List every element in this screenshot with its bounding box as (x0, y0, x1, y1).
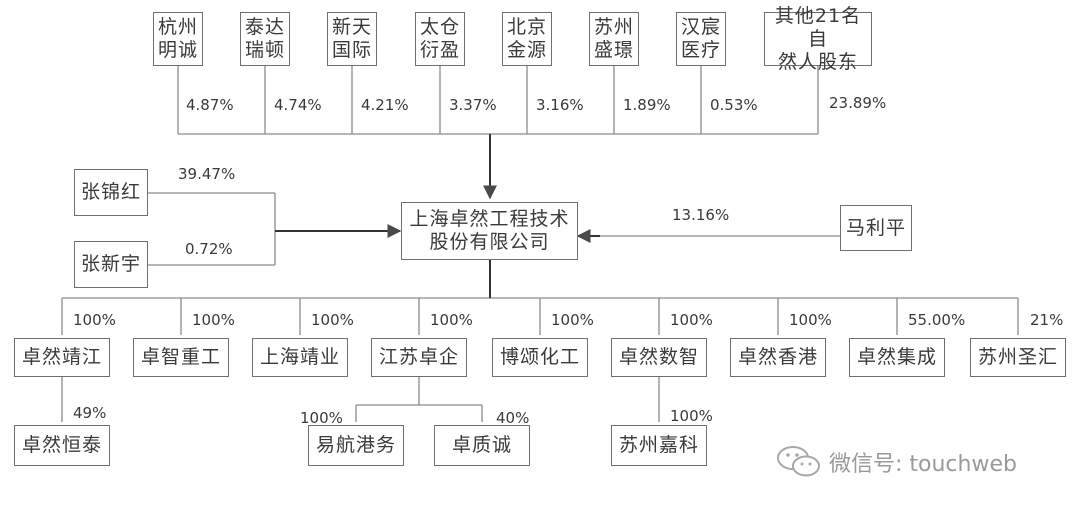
subsidiary-box: 博颂化工 (492, 338, 588, 377)
shareholder-box: 马利平 (840, 205, 912, 251)
subsidiary-box: 江苏卓企 (371, 338, 467, 377)
shareholder-box: 泰达 瑞顿 (240, 12, 290, 66)
ownership-percent: 100% (430, 311, 473, 329)
ownership-percent: 4.21% (361, 96, 409, 114)
ownership-percent: 100% (300, 409, 343, 427)
ownership-percent: 100% (789, 311, 832, 329)
ownership-percent: 100% (551, 311, 594, 329)
ownership-percent: 100% (670, 311, 713, 329)
ownership-percent: 100% (670, 407, 713, 425)
ownership-percent: 39.47% (178, 165, 236, 183)
ownership-percent: 49% (73, 404, 107, 422)
subsidiary-box: 卓质诚 (434, 425, 530, 466)
subsidiary-box: 卓然香港 (730, 338, 826, 377)
shareholder-box: 其他21名自 然人股东 (764, 5, 872, 73)
subsidiary-box: 卓然集成 (849, 338, 945, 377)
ownership-percent: 4.87% (186, 96, 234, 114)
ownership-percent: 0.72% (185, 240, 233, 258)
watermark: 微信号: touchweb (775, 444, 1017, 480)
ownership-percent: 100% (192, 311, 235, 329)
subsidiary-box: 上海靖业 (252, 338, 348, 377)
ownership-percent: 13.16% (672, 206, 730, 224)
ownership-percent: 1.89% (623, 96, 671, 114)
shareholder-box: 张锦红 (74, 169, 148, 216)
ownership-percent: 100% (73, 311, 116, 329)
ownership-percent: 23.89% (829, 94, 887, 112)
shareholder-box: 北京 金源 (502, 12, 552, 66)
shareholder-box: 新天 国际 (327, 12, 377, 66)
ownership-percent: 21% (1030, 311, 1064, 329)
ownership-percent: 0.53% (710, 96, 758, 114)
shareholder-box: 苏州 盛璟 (589, 12, 639, 66)
ownership-percent: 55.00% (908, 311, 966, 329)
ownership-percent: 40% (496, 409, 530, 427)
watermark-text: 微信号: touchweb (829, 452, 1017, 477)
subsidiary-box: 卓智重工 (133, 338, 229, 377)
subsidiary-box: 易航港务 (308, 425, 404, 466)
ownership-percent: 100% (311, 311, 354, 329)
shareholder-box: 汉宸 医疗 (676, 12, 726, 66)
wechat-icon (777, 446, 820, 477)
subsidiary-box: 苏州圣汇 (970, 338, 1066, 377)
ownership-percent: 3.16% (536, 96, 584, 114)
subsidiary-box: 卓然数智 (611, 338, 707, 377)
ownership-percent: 4.74% (274, 96, 322, 114)
subsidiary-box: 卓然恒泰 (14, 425, 110, 466)
subsidiary-box: 卓然靖江 (14, 338, 110, 377)
subsidiary-box: 苏州嘉科 (611, 425, 707, 466)
company-box: 上海卓然工程技术 股份有限公司 (401, 202, 578, 260)
ownership-percent: 3.37% (449, 96, 497, 114)
shareholder-box: 太仓 衍盈 (415, 12, 465, 66)
shareholder-box: 杭州 明诚 (153, 12, 203, 66)
shareholder-box: 张新宇 (74, 241, 148, 288)
